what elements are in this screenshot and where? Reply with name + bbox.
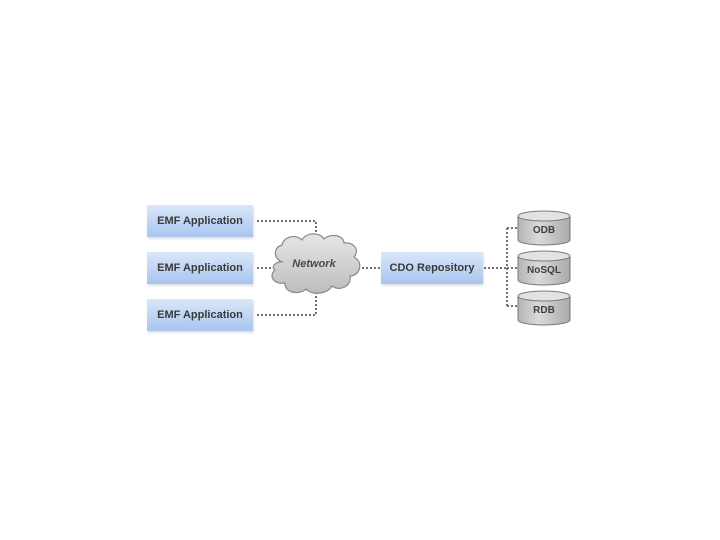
cdo-repository-label: CDO Repository (389, 262, 475, 274)
database-rdb-icon (517, 290, 571, 326)
database-label-nosql: NoSQL (527, 265, 561, 276)
emf-application-box-3: EMF Application (147, 299, 253, 331)
emf-application-box-2: EMF Application (147, 252, 253, 284)
database-nosql-icon (517, 250, 571, 286)
connector-app3-network (257, 293, 317, 316)
emf-application-label-3: EMF Application (157, 309, 243, 321)
emf-application-label-2: EMF Application (157, 262, 243, 274)
cdo-repository-box: CDO Repository (381, 252, 483, 284)
database-odb-icon (517, 210, 571, 246)
network-cloud-icon (271, 233, 361, 294)
database-label-odb: ODB (532, 225, 556, 236)
database-label-rdb: RDB (533, 305, 555, 316)
emf-application-label-1: EMF Application (157, 215, 243, 227)
network-label: Network (292, 258, 336, 270)
emf-application-box-1: EMF Application (147, 205, 253, 237)
